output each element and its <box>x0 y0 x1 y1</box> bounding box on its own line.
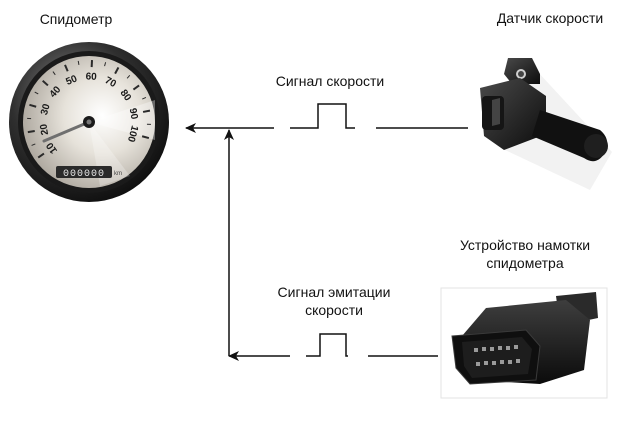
gauge-tick <box>37 152 45 159</box>
device-label-line1: Устройство намотки <box>459 237 591 253</box>
gauge-tick <box>42 80 49 87</box>
gauge-tick <box>77 60 80 65</box>
gauge-tick <box>132 84 140 91</box>
speed-signal-line <box>185 103 468 133</box>
gauge-number: 30 <box>39 102 53 116</box>
odometer-display <box>56 166 112 178</box>
gauge-number: 50 <box>64 73 79 88</box>
gauge-tick <box>31 143 36 146</box>
gauge-number: 20 <box>38 123 51 136</box>
obd-connector-icon <box>440 287 608 399</box>
gauge-tick <box>29 103 37 108</box>
gauge-tick <box>64 64 69 72</box>
gauge-number: 60 <box>85 71 97 83</box>
gauge-number: 100 <box>125 124 140 143</box>
gauge-tick <box>141 135 150 140</box>
gauge-tick <box>142 96 147 100</box>
gauge-tick <box>52 71 56 76</box>
gauge-tick <box>104 62 107 67</box>
gauge-tick-marks <box>27 60 151 159</box>
speed-sensor-icon <box>480 58 612 190</box>
gauge-number: 90 <box>127 107 140 120</box>
speed-signal-label: Сигнал скорости <box>275 73 385 89</box>
emulated-signal-line <box>224 129 438 361</box>
gauge-number: 70 <box>103 75 118 90</box>
speedometer-label: Спидометр <box>39 11 113 27</box>
gauge-needle <box>42 120 91 143</box>
device-label-line2: спидометра <box>486 255 564 271</box>
emulated-signal-label-line1: Сигнал эмитации <box>277 284 391 300</box>
speed-sensor-label: Датчик скорости <box>496 10 604 26</box>
emulated-signal-label-line2: скорости <box>305 302 363 318</box>
gauge-tick <box>27 130 35 134</box>
gauge-tick <box>114 66 120 75</box>
gauge-tick <box>126 74 131 79</box>
gauge-tick <box>34 91 39 95</box>
gauge-tick <box>142 109 151 113</box>
odometer-value: 000000 <box>63 169 105 180</box>
odometer-unit: km <box>114 171 122 177</box>
